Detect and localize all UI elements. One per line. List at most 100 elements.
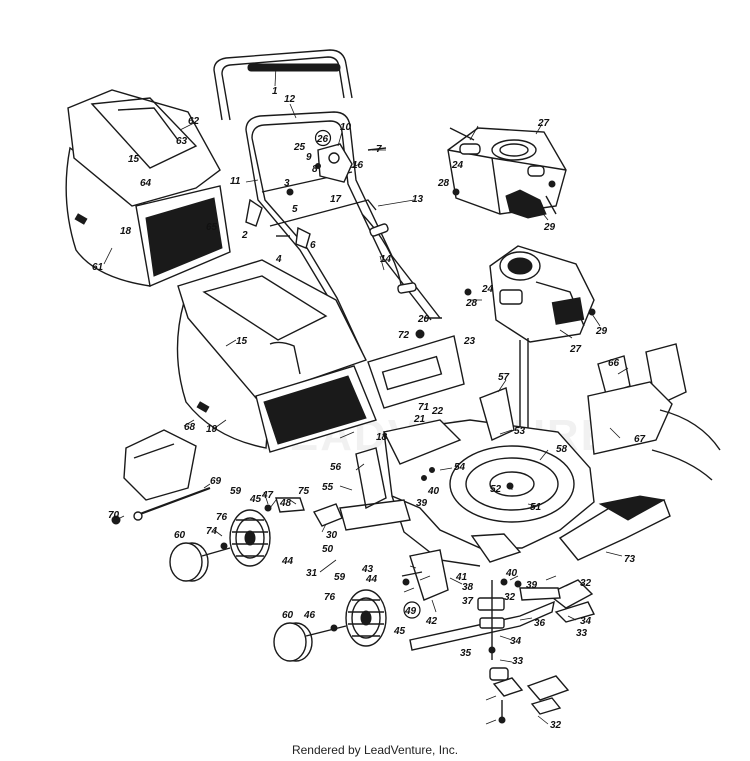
- callout-1: 1: [272, 86, 278, 97]
- callout-40b: 40: [505, 568, 518, 579]
- callout-56: 56: [330, 462, 342, 473]
- callout-13: 13: [412, 194, 424, 205]
- callout-53: 53: [514, 426, 526, 437]
- callout-59a: 59: [230, 486, 242, 497]
- callout-76a: 76: [216, 512, 228, 523]
- callout-71: 71: [418, 402, 430, 413]
- callout-24b: 24: [481, 284, 494, 295]
- callout-29a: 29: [543, 222, 556, 233]
- callout-60a: 60: [174, 530, 186, 541]
- callout-32a: 32: [580, 578, 592, 589]
- callout-73: 73: [624, 554, 636, 565]
- handle-assembly: [213, 49, 441, 357]
- callout-41: 41: [455, 572, 468, 583]
- callout-27a: 27: [537, 118, 550, 129]
- rear-panels: [355, 335, 721, 510]
- leader-lines: [103, 65, 629, 725]
- callout-67: 67: [634, 434, 646, 445]
- callout-34a: 34: [580, 616, 592, 627]
- callout-52: 52: [490, 484, 502, 495]
- callout-6: 6: [310, 240, 316, 251]
- blade-assembly: [409, 579, 596, 724]
- callout-72: 72: [398, 330, 410, 341]
- callout-49: 49: [404, 606, 417, 617]
- callout-37: 37: [462, 596, 474, 607]
- callout-63: 63: [176, 136, 188, 147]
- callout-68: 68: [184, 422, 196, 433]
- callout-64: 64: [140, 178, 152, 189]
- callout-14: 14: [380, 254, 392, 265]
- callout-42: 42: [425, 616, 438, 627]
- callout-57: 57: [498, 372, 510, 383]
- callout-65: 65: [206, 222, 218, 233]
- callout-33b: 33: [512, 656, 524, 667]
- callout-26: 26: [316, 134, 329, 145]
- callout-26-ring: [314, 129, 332, 147]
- rear-deflector: [558, 495, 671, 561]
- callout-39b: 39: [526, 580, 538, 591]
- callout-59b: 59: [334, 572, 346, 583]
- callout-55: 55: [322, 482, 334, 493]
- lower-grass-bag: [176, 259, 377, 453]
- callout-66: 66: [608, 358, 620, 369]
- discharge-chute: [123, 429, 197, 501]
- callout-44a: 44: [281, 556, 294, 567]
- callout-45a: 45: [249, 494, 262, 505]
- callout-50: 50: [322, 544, 334, 555]
- handle-grip: [247, 63, 341, 72]
- callout-69: 69: [210, 476, 222, 487]
- callout-39a: 39: [416, 498, 428, 509]
- engine-lower: [489, 245, 595, 460]
- callout-48: 48: [279, 498, 292, 509]
- callout-61: 61: [92, 262, 104, 273]
- mower-deck: [339, 419, 595, 567]
- callout-9: 9: [306, 152, 312, 163]
- callout-21: 21: [413, 414, 426, 425]
- callout-27b: 27: [569, 344, 582, 355]
- callout-5: 5: [292, 204, 298, 215]
- small-parts: [111, 180, 596, 632]
- callout-8: 8: [312, 164, 318, 175]
- callout-60b: 60: [282, 610, 294, 621]
- callout-28b: 28: [465, 298, 478, 309]
- callout-15a: 15: [128, 154, 140, 165]
- callout-24a: 24: [451, 160, 464, 171]
- callout-7: 7: [376, 144, 382, 155]
- callout-75: 75: [298, 486, 310, 497]
- callout-45b: 45: [393, 626, 406, 637]
- callout-22: 22: [431, 406, 444, 417]
- callout-44b: 44: [365, 574, 378, 585]
- callout-18a: 18: [120, 226, 132, 237]
- callout-33a: 33: [576, 628, 588, 639]
- callout-58: 58: [556, 444, 568, 455]
- footer-credit: Rendered by LeadVenture, Inc.: [291, 743, 459, 757]
- callout-30: 30: [326, 530, 338, 541]
- callout-29b: 29: [595, 326, 608, 337]
- callout-2: 2: [241, 230, 248, 241]
- upper-grass-bag: [65, 89, 231, 287]
- hub-caps: [169, 542, 347, 662]
- callout-3: 3: [284, 178, 290, 189]
- callout-20: 20: [417, 314, 430, 325]
- callout-10: 10: [340, 122, 352, 133]
- callout-23: 23: [463, 336, 476, 347]
- callout-34b: 34: [510, 636, 522, 647]
- callout-35: 35: [460, 648, 472, 659]
- engine-upper: [447, 127, 567, 219]
- callout-32b: 32: [504, 592, 516, 603]
- callout-31: 31: [306, 568, 318, 579]
- callout-62: 62: [188, 116, 200, 127]
- callout-18b: 18: [376, 432, 388, 443]
- callout-32c: 32: [550, 720, 562, 731]
- callout-15b: 15: [236, 336, 248, 347]
- callout-47: 47: [261, 490, 274, 501]
- callout-74: 74: [206, 526, 218, 537]
- callout-11: 11: [230, 176, 241, 187]
- callout-43: 43: [361, 564, 374, 575]
- callout-25: 25: [293, 142, 306, 153]
- callout-51: 51: [530, 502, 542, 513]
- callout-labels: 1 2 3 4 5 6 7 8 9 10 11 12 13 14 15 15 1…: [92, 86, 646, 731]
- callout-36: 36: [534, 618, 546, 629]
- callout-12: 12: [284, 94, 296, 105]
